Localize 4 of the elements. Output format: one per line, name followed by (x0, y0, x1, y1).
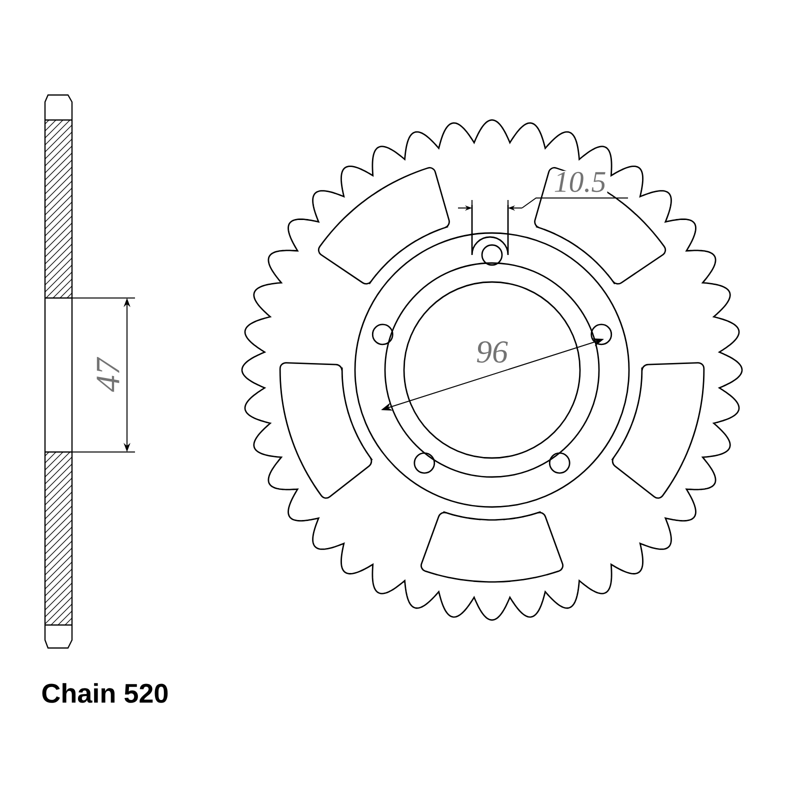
dimension-label: 10.5 (552, 170, 608, 194)
chain-label: Chain 520 (42, 683, 168, 703)
dimension-label: 47 (96, 356, 120, 392)
dimension-label: 96 (476, 341, 508, 363)
